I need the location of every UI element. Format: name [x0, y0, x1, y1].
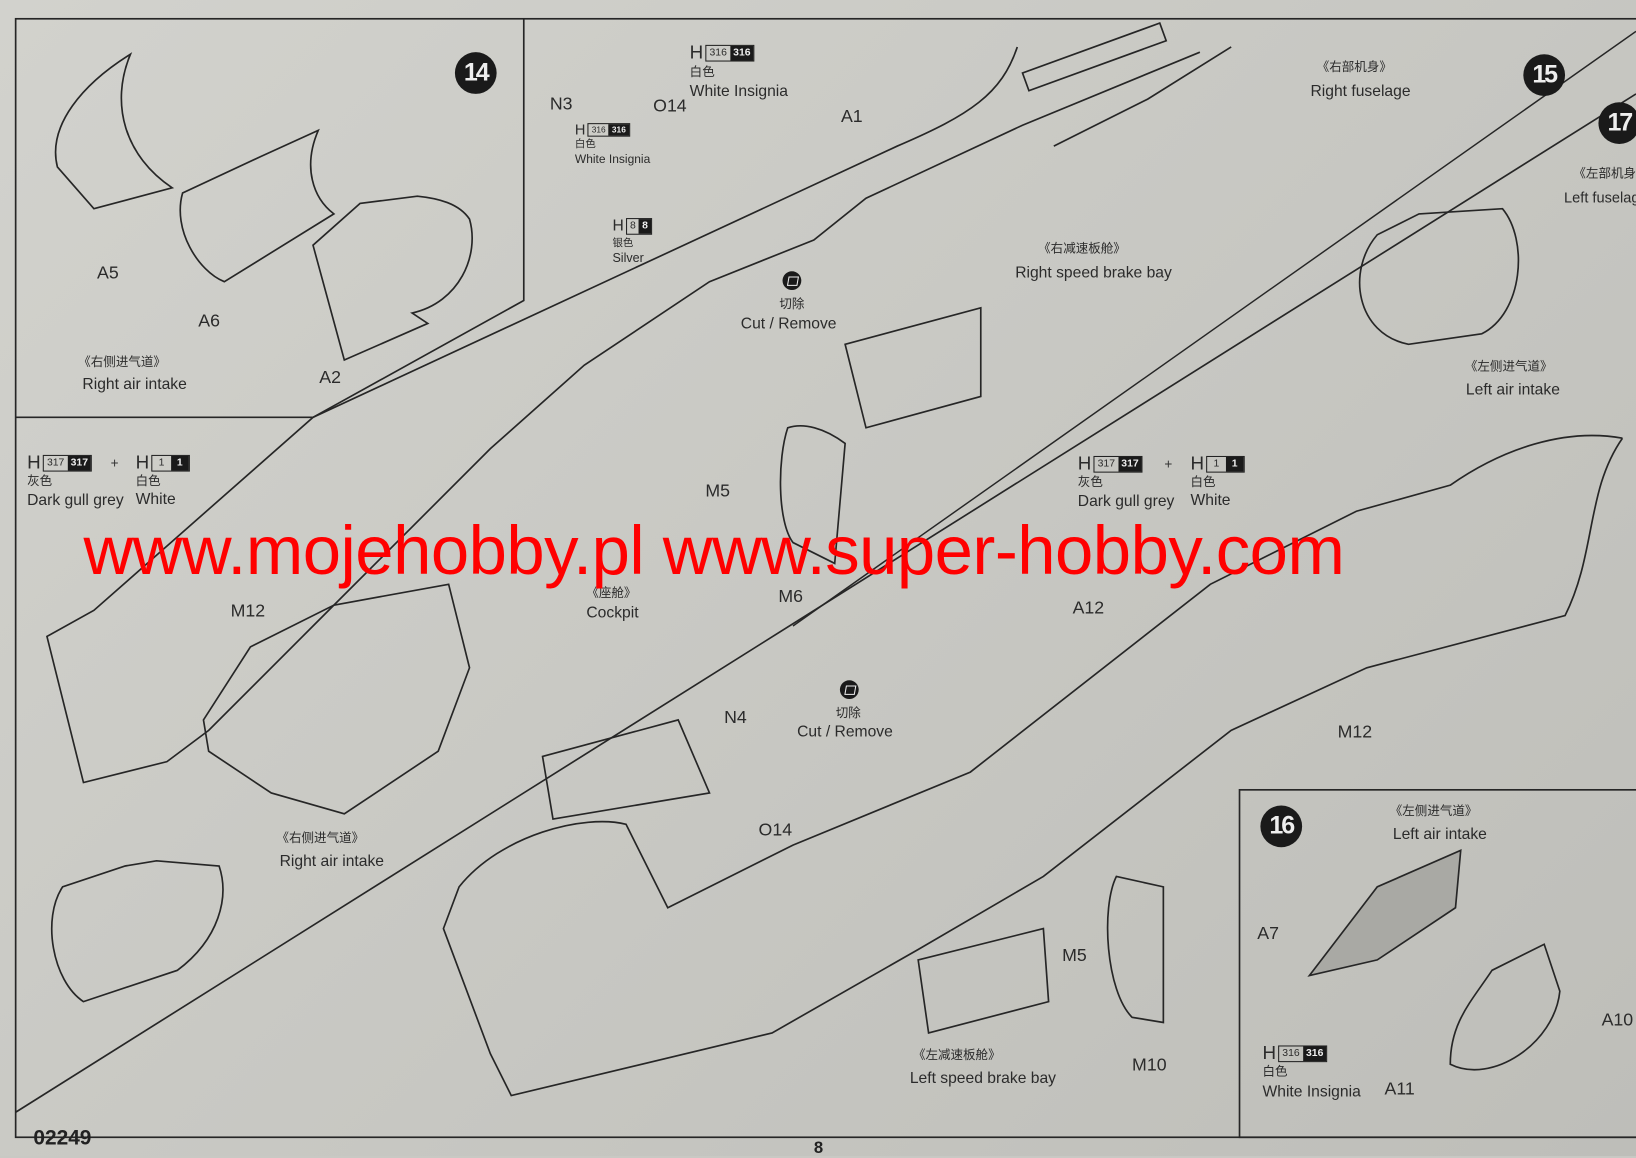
page-number: 8 [813, 1139, 824, 1158]
caption-cockpit-cn: 《座舱》 [586, 585, 637, 600]
part-label-n4: N4 [724, 707, 747, 728]
part-label-o14-top: O14 [653, 95, 687, 116]
cockpit-tub-shape [202, 583, 471, 815]
left-speed-brake-bay-shape [917, 927, 1050, 1034]
part-label-a6: A6 [198, 310, 220, 331]
part-label-a2: A2 [319, 367, 341, 388]
step-15-badge: 15 [1523, 54, 1566, 96]
paint-h316-n3-cn: 白色 [574, 138, 596, 151]
part-a6-shape [179, 128, 336, 283]
step-divider-upper [792, 30, 1636, 627]
cut-remove-cn: 切除 [779, 296, 805, 311]
step14-frame [15, 18, 525, 419]
caption-left-brake-bay: Left speed brake bay [909, 1069, 1057, 1088]
part-a5-shape [54, 52, 175, 210]
paint-h316-cn: 白色 [689, 64, 715, 80]
paint-h316-name: White Insignia [689, 82, 788, 101]
fuselage-vent [1021, 22, 1168, 92]
part-label-n3: N3 [549, 93, 573, 114]
paint-h317-name: Dark gull grey [27, 491, 124, 510]
caption-left-fuselage-cn: 《左部机身 [1573, 165, 1636, 181]
caption-left-intake: Left air intake [1465, 380, 1560, 399]
right-fuselage-outline [45, 46, 1201, 784]
caption-step16-intake-cn: 《左侧进气道》 [1389, 803, 1478, 819]
caption-left-brake-bay-cn: 《左减速板舱》 [912, 1047, 1001, 1063]
part-m10-shape [1106, 875, 1165, 1024]
part-label-o14-bottom: O14 [758, 820, 793, 840]
part-label-a12: A12 [1072, 597, 1105, 618]
part-label-m10: M10 [1132, 1054, 1167, 1075]
plus-sign-right: + [1164, 455, 1173, 472]
part-label-a7: A7 [1257, 923, 1279, 944]
caption-right-intake: Right air intake [82, 375, 187, 394]
paint-h1-name: White [135, 490, 176, 509]
part-label-m5-bottom: M5 [1062, 945, 1087, 966]
right-speed-brake-bay-shape [844, 306, 982, 429]
plus-sign: + [110, 454, 119, 471]
cut-remove-lower-label: Cut / Remove [797, 723, 893, 741]
paint-h317-cn: 灰色 [27, 473, 53, 489]
left-fuselage-outline [442, 434, 1624, 1097]
paint-h1-right-name: White [1190, 491, 1231, 510]
part-label-a1: A1 [840, 106, 863, 127]
caption-right-intake-cn: 《右侧进气道》 [78, 354, 166, 370]
paint-h8-cn: 银色 [612, 237, 634, 250]
step16-frame [1238, 788, 1636, 1139]
caption-left-fuselage: Left fuselag [1564, 188, 1636, 206]
page-frame [14, 17, 1636, 1139]
right-intake-shape [50, 859, 224, 1003]
cut-remove-label: Cut / Remove [740, 315, 837, 333]
step-16-badge: 16 [1260, 805, 1303, 848]
caption-cockpit: Cockpit [586, 604, 639, 622]
caption-step16-intake: Left air intake [1392, 825, 1487, 844]
caption-right-intake-lower: Right air intake [279, 852, 385, 871]
fuselage-spine [1053, 46, 1232, 147]
caption-right-fuselage-cn: 《右部机身》 [1316, 59, 1392, 75]
watermark: www.mojehobby.pl www.super-hobby.com [83, 511, 1345, 589]
part-label-m12-right: M12 [1337, 722, 1373, 742]
part-label-m5-top: M5 [705, 480, 730, 501]
part-n4-shape [541, 718, 711, 821]
part-label-a11: A11 [1384, 1078, 1415, 1099]
step-14-badge: 14 [454, 52, 497, 94]
part-a7-shape [1307, 849, 1462, 977]
paint-h8-name: Silver [612, 250, 644, 266]
part-label-m6: M6 [778, 586, 804, 607]
paint-h1-right-cn: 白色 [1190, 474, 1216, 490]
step-17-badge: 17 [1598, 102, 1636, 144]
cut-remove-icon-lower [839, 680, 859, 700]
caption-right-brake-bay-cn: 《右减速板舱》 [1038, 241, 1126, 256]
paint-h316-step16-name: White Insignia [1262, 1083, 1361, 1101]
paint-h317-right-name: Dark gull grey [1077, 492, 1175, 511]
part-m6-shape [779, 425, 847, 565]
cut-remove-lower-cn: 切除 [835, 705, 861, 720]
part-a2-shape [312, 195, 473, 362]
paint-h316-n3-name: White Insignia [574, 153, 651, 166]
caption-left-intake-cn: 《左侧进气道》 [1464, 358, 1553, 374]
paint-h316-step16-cn: 白色 [1262, 1064, 1288, 1079]
part-label-a5: A5 [97, 262, 119, 283]
caption-right-fuselage: Right fuselage [1310, 82, 1411, 101]
part-label-m12-left: M12 [230, 600, 266, 621]
product-code: 02249 [33, 1126, 92, 1150]
part-label-a10: A10 [1601, 1009, 1634, 1030]
left-intake-shape [1358, 207, 1520, 346]
paint-h317-right-cn: 灰色 [1077, 474, 1103, 490]
paint-h1-cn: 白色 [135, 473, 161, 489]
caption-right-brake-bay: Right speed brake bay [1015, 263, 1172, 282]
part-a10-shape [1449, 943, 1561, 1071]
cut-remove-icon [782, 271, 802, 291]
caption-right-intake-lower-cn: 《右侧进气道》 [276, 830, 365, 846]
